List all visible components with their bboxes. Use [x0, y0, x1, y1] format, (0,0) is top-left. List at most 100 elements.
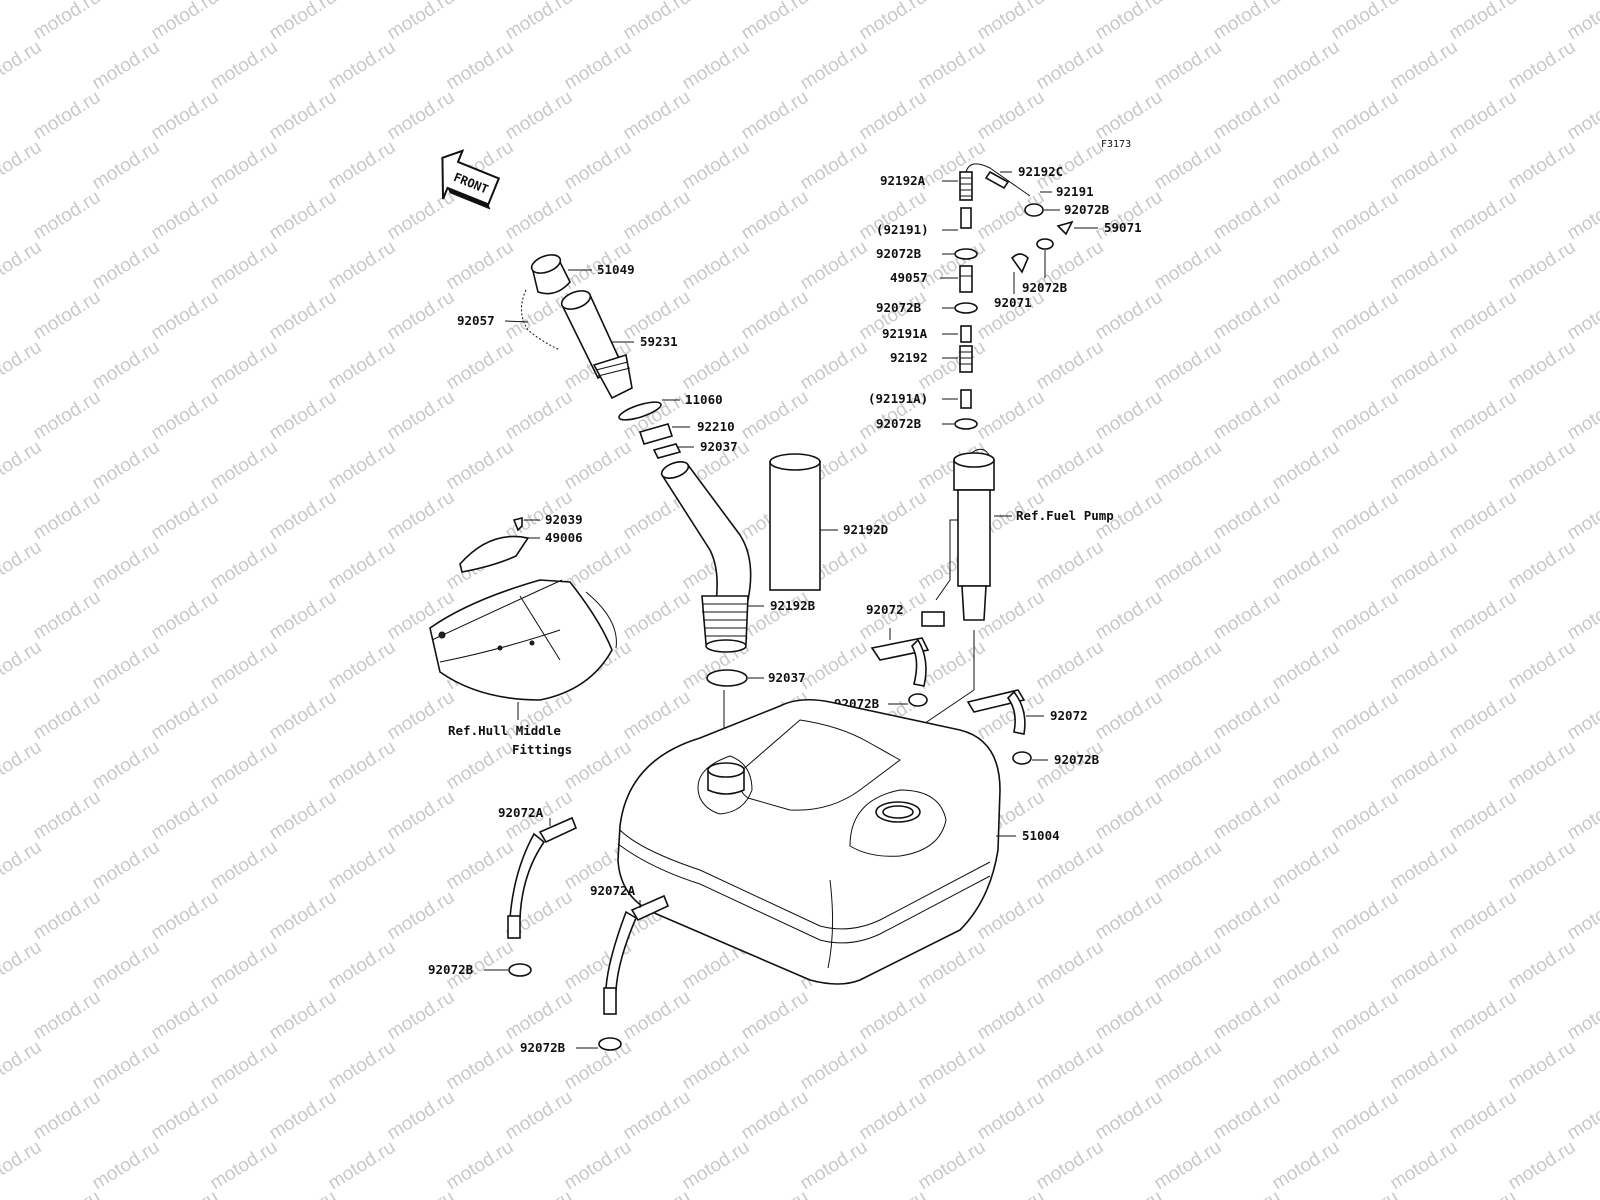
watermark-text: motod.ru — [1564, 987, 1600, 1045]
watermark-text: motod.ru — [620, 1187, 695, 1200]
pipe-92191A-lower — [960, 389, 972, 409]
clip-1 — [954, 248, 978, 260]
watermark-text: motod.ru — [266, 187, 341, 245]
watermark-text: motod.ru — [1269, 337, 1344, 395]
watermark-text: motod.ru — [148, 287, 223, 345]
watermark-text: motod.ru — [1505, 237, 1580, 295]
watermark-text: motod.ru — [0, 737, 45, 795]
watermark-text: motod.ru — [325, 537, 400, 595]
watermark-text: motod.ru — [1505, 837, 1580, 895]
watermark-text: motod.ru — [1210, 887, 1285, 945]
watermark-text: motod.ru — [1505, 1137, 1580, 1195]
watermark-text: motod.ru — [1269, 737, 1344, 795]
clip-6 — [508, 963, 532, 977]
watermark-text: motod.ru — [1564, 187, 1600, 245]
filler-hose — [660, 461, 752, 653]
watermark-text: motod.ru — [738, 87, 813, 145]
watermark-text: motod.ru — [148, 887, 223, 945]
watermark-text: motod.ru — [0, 437, 45, 495]
label-ref-hull-line2: Fittings — [512, 742, 572, 757]
watermark-text: motod.ru — [1033, 437, 1108, 495]
watermark-text: motod.ru — [620, 587, 695, 645]
watermark-text: motod.ru — [1210, 787, 1285, 845]
watermark-text: motod.ru — [1210, 487, 1285, 545]
watermark-text: motod.ru — [325, 937, 400, 995]
watermark-text: motod.ru — [207, 137, 282, 195]
watermark-text: motod.ru — [325, 1037, 400, 1095]
label-92192B: 92192B — [770, 598, 816, 613]
label-92072-b: 92072 — [1050, 708, 1088, 723]
watermark-text: motod.ru — [0, 937, 45, 995]
watermark-text: motod.ru — [1151, 1037, 1226, 1095]
label-92072B-5: 92072B — [1054, 752, 1100, 767]
cap-tether — [521, 289, 561, 351]
watermark-text: motod.ru — [561, 37, 636, 95]
clip-right — [1036, 238, 1054, 250]
watermark-text: motod.ru — [974, 987, 1049, 1045]
label-92072B-right: 92072B — [1022, 280, 1068, 295]
watermark-text: motod.ru — [1210, 1087, 1285, 1145]
label-92210: 92210 — [697, 419, 735, 434]
watermark-text: motod.ru — [1387, 737, 1462, 795]
protective-sleeve — [769, 453, 821, 591]
watermark-text: motod.ru — [679, 137, 754, 195]
watermark-text: motod.ru — [384, 187, 459, 245]
watermark-text: motod.ru — [1092, 1087, 1167, 1145]
watermark-text: motod.ru — [561, 437, 636, 495]
watermark-text: motod.ru — [1505, 537, 1580, 595]
watermark-text: motod.ru — [1505, 1037, 1580, 1095]
clip-4 — [908, 693, 928, 707]
watermark-text: motod.ru — [384, 87, 459, 145]
watermark-text: motod.ru — [856, 987, 931, 1045]
fuel-cap — [530, 254, 571, 295]
watermark-text: motod.ru — [1446, 1187, 1521, 1200]
watermark-text: motod.ru — [915, 137, 990, 195]
watermark-text: motod.ru — [1151, 437, 1226, 495]
watermark-text: motod.ru — [384, 1087, 459, 1145]
watermark-text: motod.ru — [266, 987, 341, 1045]
watermark-text: motod.ru — [443, 437, 518, 495]
label-92072A-left: 92072A — [498, 805, 544, 820]
front-arrow: FRONT — [441, 149, 501, 210]
watermark-text: motod.ru — [384, 487, 459, 545]
watermark-text: motod.ru — [1328, 0, 1403, 44]
watermark-text: motod.ru — [561, 137, 636, 195]
watermark-text: motod.ru — [1269, 1137, 1344, 1195]
watermark-text: motod.ru — [738, 0, 813, 44]
watermark-text: motod.ru — [1328, 887, 1403, 945]
watermark-text: motod.ru — [620, 687, 695, 745]
watermark-text: motod.ru — [443, 237, 518, 295]
watermark-text: motod.ru — [1446, 787, 1521, 845]
watermark-text: motod.ru — [1387, 637, 1462, 695]
watermark-text: motod.ru — [502, 387, 577, 445]
watermark-text: motod.ru — [1446, 87, 1521, 145]
watermark-text: motod.ru — [1269, 1037, 1344, 1095]
watermark-text: motod.ru — [1564, 1087, 1600, 1145]
watermark-text: motod.ru — [1033, 337, 1108, 395]
watermark-text: motod.ru — [0, 137, 45, 195]
watermark-text: motod.ru — [1387, 237, 1462, 295]
watermark-text: motod.ru — [1210, 387, 1285, 445]
label-92037-upper: 92037 — [700, 439, 738, 454]
watermark-text: motod.ru — [1387, 837, 1462, 895]
watermark-text: motod.ru — [148, 1187, 223, 1200]
label-59231: 59231 — [640, 334, 678, 349]
vent-hose-c — [984, 170, 1010, 190]
watermark-text: motod.ru — [0, 337, 45, 395]
watermark-text: motod.ru — [679, 237, 754, 295]
vent-hose-92192 — [959, 345, 973, 373]
deck-cover — [459, 535, 530, 573]
watermark-text: motod.ru — [30, 387, 105, 445]
watermark-text: motod.ru — [30, 187, 105, 245]
watermark-text: motod.ru — [384, 1187, 459, 1200]
vent-hose-upper — [959, 163, 1031, 201]
watermark-text: motod.ru — [1564, 387, 1600, 445]
watermark-text: motod.ru — [620, 187, 695, 245]
watermark-text: motod.ru — [1092, 387, 1167, 445]
watermark-text: motod.ru — [266, 487, 341, 545]
watermark-text: motod.ru — [797, 1137, 872, 1195]
watermark-text: motod.ru — [1269, 137, 1344, 195]
watermark-text: motod.ru — [0, 837, 45, 895]
fuel-pump — [921, 448, 995, 627]
watermark-text: motod.ru — [89, 1037, 164, 1095]
